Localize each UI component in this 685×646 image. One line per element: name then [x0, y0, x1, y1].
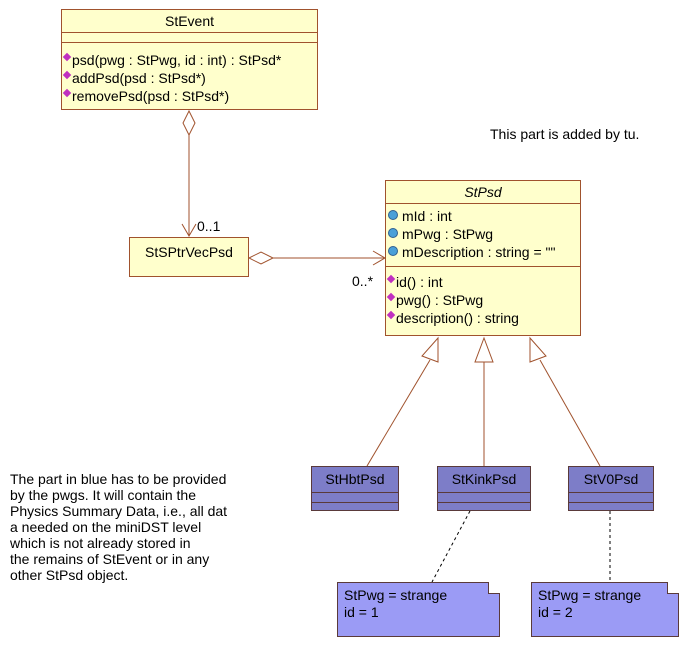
stpsd-attr-mpwg: mPwg : StPwg [386, 225, 580, 243]
sthbtpsd-operations [312, 503, 398, 511]
kink-note[interactable]: StPwg = strange id = 1 [337, 582, 500, 637]
attribute-icon [388, 228, 398, 238]
stkinkpsd-class-name: StKinkPsd [438, 467, 530, 493]
stkinkpsd-class[interactable]: StKinkPsd [437, 466, 531, 511]
stevent-op-removepsd: removePsd(psd : StPsd*) [62, 87, 317, 105]
v0-note-line1: StPwg = strange [538, 587, 642, 603]
operation-icon [62, 52, 72, 62]
stpsd-attributes: mId : int mPwg : StPwg mDescription : st… [386, 204, 580, 267]
attribute-icon [388, 210, 398, 220]
stsptrvecpsd-class[interactable]: StSPtrVecPsd [129, 237, 249, 277]
operation-icon [62, 70, 72, 80]
stevent-operations: psd(pwg : StPwg, id : int) : StPsd* addP… [62, 43, 317, 105]
inheritance-triangle-v0 [529, 336, 547, 363]
multiplicity-vec-psd: 0..* [352, 273, 374, 289]
kink-note-line2: id = 1 [344, 604, 379, 620]
added-by-note: This part is added by tu. [490, 126, 640, 142]
stkinkpsd-attributes [438, 493, 530, 503]
sthbtpsd-attributes [312, 493, 398, 503]
stevent-op-addpsd: addPsd(psd : StPsd*) [62, 69, 317, 87]
stpsd-class[interactable]: StPsd mId : int mPwg : StPwg mDescriptio… [385, 180, 581, 336]
stevent-op-psd: psd(pwg : StPwg, id : int) : StPsd* [62, 51, 317, 69]
v0-note-line2: id = 2 [538, 604, 573, 620]
stpsd-attr-mdescription: mDescription : string = "" [386, 243, 580, 261]
stpsd-op-description: description() : string [386, 309, 580, 327]
multiplicity-event-vec: 0..1 [197, 218, 221, 234]
stsptrvecpsd-class-name: StSPtrVecPsd [145, 244, 233, 260]
stevent-class-name: StEvent [62, 10, 317, 33]
v0-note[interactable]: StPwg = strange id = 2 [531, 582, 679, 637]
stv0psd-attributes [569, 493, 653, 503]
stpsd-op-pwg: pwg() : StPwg [386, 291, 580, 309]
operation-icon [62, 88, 72, 98]
sthbtpsd-class-name: StHbtPsd [312, 467, 398, 493]
inheritance-line-v0 [539, 359, 601, 467]
stpsd-operations: id() : int pwg() : StPwg description() :… [386, 267, 580, 327]
stpsd-attr-mid: mId : int [386, 207, 580, 225]
stevent-class[interactable]: StEvent psd(pwg : StPwg, id : int) : StP… [61, 9, 318, 110]
inheritance-triangle-kink [474, 336, 494, 363]
stv0psd-class[interactable]: StV0Psd [568, 466, 654, 511]
inheritance-line-hbt [366, 359, 431, 467]
operation-icon [386, 274, 396, 284]
aggregation-diamond-vec [247, 251, 275, 265]
stkinkpsd-operations [438, 503, 530, 511]
kink-note-line1: StPwg = strange [344, 587, 448, 603]
operation-icon [386, 292, 396, 302]
aggregation-diamond-stevent [182, 109, 196, 137]
stpsd-op-id: id() : int [386, 273, 580, 291]
sthbtpsd-class[interactable]: StHbtPsd [311, 466, 399, 511]
stv0psd-class-name: StV0Psd [569, 467, 653, 493]
operation-icon [386, 310, 396, 320]
arrowhead-vec [181, 223, 197, 237]
stevent-attributes [62, 33, 317, 43]
stpsd-class-name: StPsd [386, 181, 580, 204]
blue-part-description: The part in blue has to be provided by t… [10, 471, 228, 583]
inheritance-triangle-hbt [421, 336, 439, 363]
note-anchor-kink [431, 510, 471, 583]
stv0psd-operations [569, 503, 653, 511]
attribute-icon [388, 246, 398, 256]
